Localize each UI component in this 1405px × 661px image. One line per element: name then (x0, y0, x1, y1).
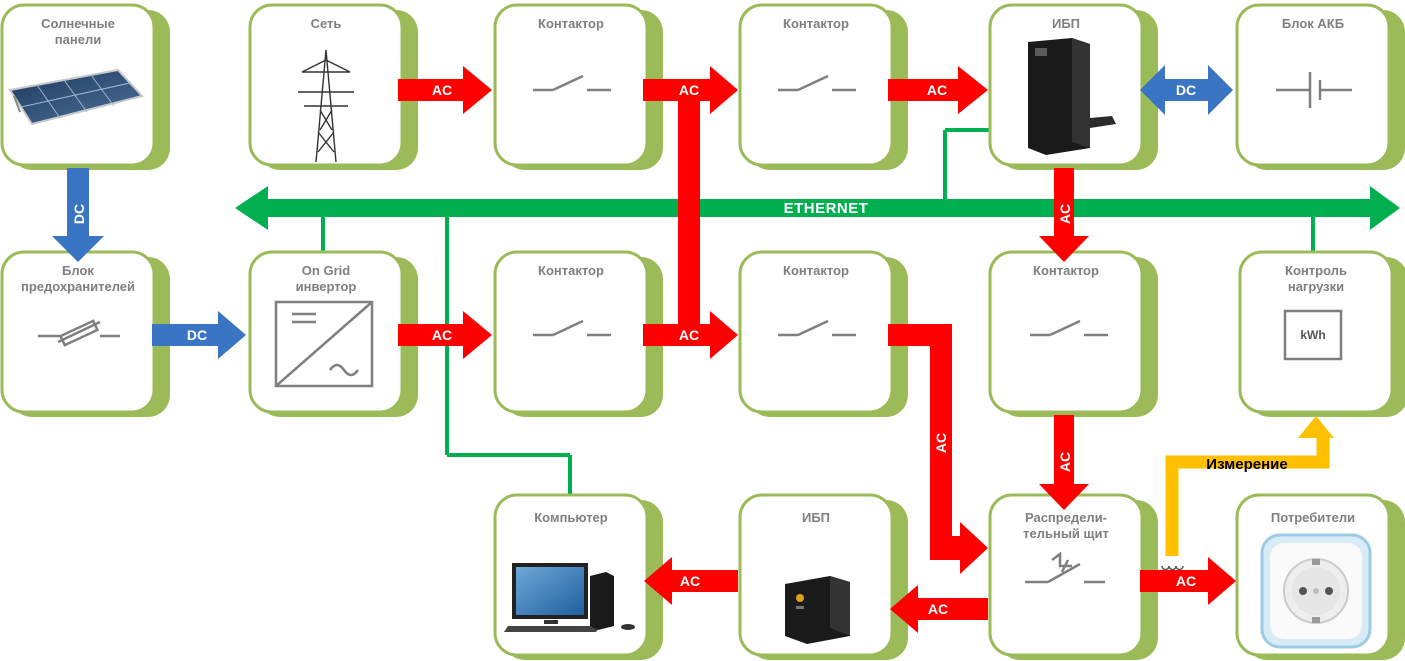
contactor-1-title: Контактор (538, 16, 604, 31)
ups-small-title: ИБП (802, 510, 830, 525)
ac-arrow-ups-small-to-computer: AC (644, 557, 738, 605)
socket-icon (1260, 533, 1372, 649)
svg-text:AC: AC (679, 327, 699, 343)
svg-text:AC: AC (927, 82, 947, 98)
svg-text:AC: AC (1057, 204, 1073, 224)
ac-arrow-contactor3-to-contactor4: AC (643, 311, 738, 359)
svg-text:AC: AC (1057, 452, 1073, 472)
svg-text:AC: AC (1176, 573, 1196, 589)
dc-arrow-fuse-to-inverter: DC (152, 311, 246, 359)
ac-arrow-grid-to-contactor1: AC (398, 66, 492, 114)
distribution-board-title: Распредели-тельный щит (1023, 510, 1109, 541)
svg-text:AC: AC (680, 573, 700, 589)
computer-icon (504, 563, 635, 632)
ac-riser-between-rows: AC (678, 79, 700, 335)
consumers-title: Потребители (1271, 510, 1355, 525)
grid-title: Сеть (311, 16, 342, 31)
svg-text:AC: AC (432, 327, 452, 343)
ups-main-title: ИБП (1052, 16, 1080, 31)
contactor-2-title: Контактор (783, 16, 849, 31)
fuse-symbol-icon (38, 319, 120, 347)
ac-arrow-contactor5-to-board: AC (1039, 415, 1089, 510)
ethernet-label: ETHERNET (784, 200, 869, 217)
ac-arrow-ups-to-contactor5: AC (1039, 168, 1089, 262)
dc-arrow-solar-to-fuse: DC (52, 168, 104, 262)
ac-path-contactor4-to-board: AC (888, 324, 988, 574)
svg-text:DC: DC (187, 327, 207, 343)
svg-text:AC: AC (679, 82, 699, 98)
ac-arrow-contactor2-to-ups: AC (888, 66, 988, 114)
contactor-4-title: Контактор (783, 263, 849, 278)
battery-block-title: Блок АКБ (1282, 16, 1344, 31)
ac-arrow-board-to-ups-small: AC (890, 585, 988, 633)
measurement-label: Измерение (1206, 456, 1287, 473)
svg-text:AC: AC (432, 82, 452, 98)
ups-small-icon (785, 576, 850, 644)
svg-text:DC: DC (71, 204, 87, 224)
contactor-3-title: Контактор (538, 263, 604, 278)
solar-panel-icon (8, 68, 144, 126)
dc-arrow-ups-battery: DC (1140, 65, 1233, 115)
svg-text:AC: AC (933, 433, 949, 453)
svg-text:DC: DC (1176, 82, 1196, 98)
computer-title: Компьютер (534, 510, 608, 525)
ac-arrow-board-to-consumers: AC (1140, 557, 1236, 605)
ups-tower-icon (1028, 38, 1116, 155)
contactor-5-title: Контактор (1033, 263, 1099, 278)
svg-text:AC: AC (928, 601, 948, 617)
measurement-arrow: Измерение (1161, 416, 1334, 571)
kwh-label: kWh (1300, 328, 1325, 342)
ac-arrow-inverter-to-contactor3: AC (398, 311, 492, 359)
inverter-symbol-icon (274, 300, 374, 388)
battery-symbol-icon (1276, 72, 1352, 108)
kwh-meter-icon: kWh (1283, 309, 1343, 361)
breaker-symbol-icon (1025, 551, 1105, 584)
power-pylon-icon (298, 49, 354, 163)
